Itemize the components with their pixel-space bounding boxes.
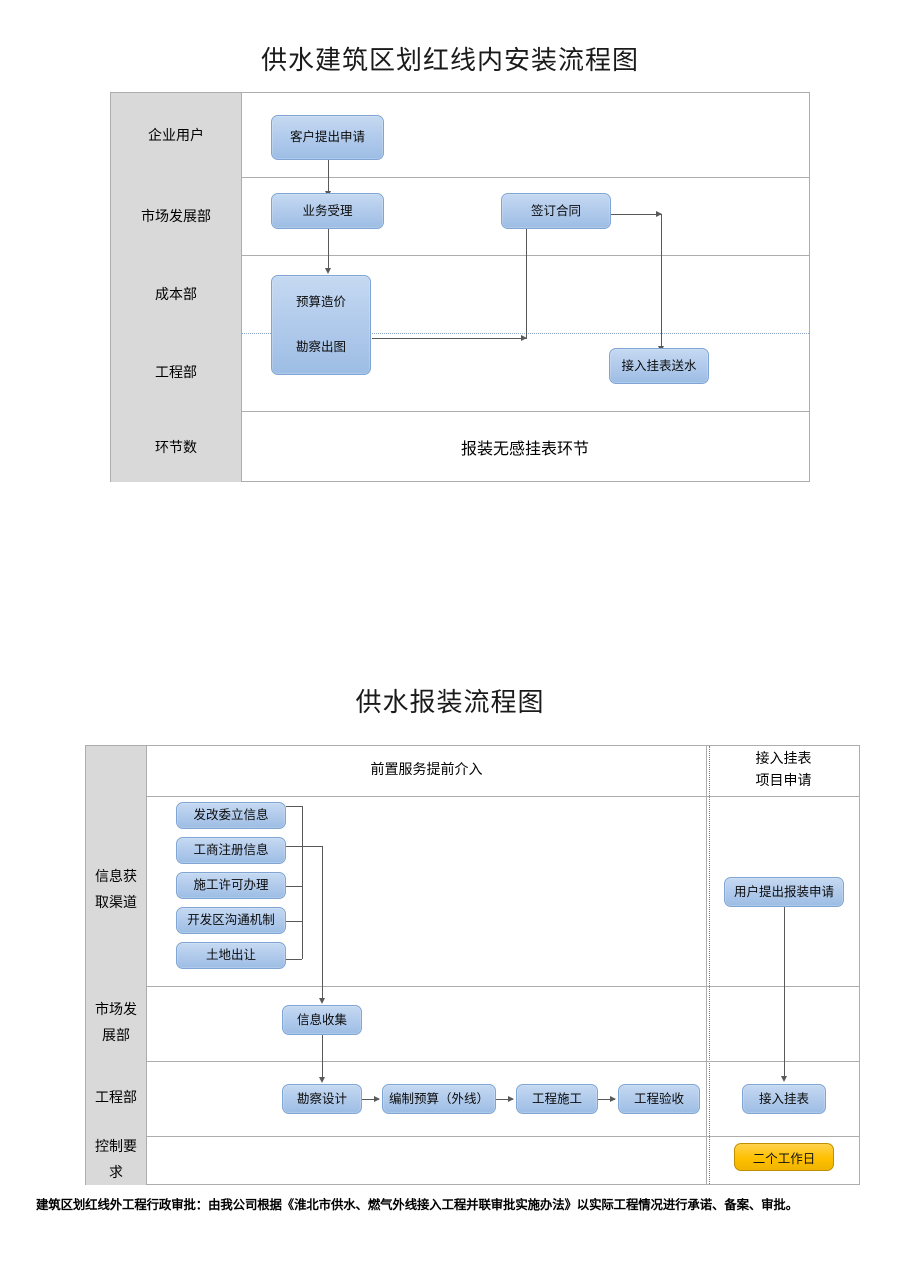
- lane-label-control-requirement: 控制要 求: [86, 1136, 146, 1185]
- footnote-text: 建筑区划红线外工程行政审批：由我公司根据《淮北市供水、燃气外线接入工程并联审批实…: [36, 1198, 799, 1212]
- lane-label-cost-dept: 成本部: [111, 255, 241, 333]
- table2-header-meter-application: 接入挂表 项目申请: [707, 746, 860, 796]
- lane-label-info-channels: 信息获 取渠道: [86, 796, 146, 986]
- arrowhead-contract-right: [656, 210, 662, 217]
- connector-estimate-to-construct: [496, 1099, 513, 1100]
- node-two-working-days[interactable]: 二个工作日: [734, 1143, 834, 1171]
- node-construction[interactable]: 工程施工: [516, 1084, 598, 1114]
- lane-label-market-line2: 展部: [102, 1028, 130, 1044]
- table2-rowline-2: [86, 1061, 859, 1062]
- table2-rowline-3: [86, 1136, 859, 1137]
- arrowhead-estimate-to-construct: [508, 1095, 514, 1102]
- stub-permit: [286, 886, 302, 887]
- connector-collect-to-design: [322, 1035, 323, 1080]
- lane-label-engineering-dept: 工程部: [111, 333, 241, 411]
- node-survey-label: 勘察出图: [295, 340, 346, 354]
- table2-dashed-separator: [709, 746, 710, 1184]
- summary-text-step-count: 报装无感挂表环节: [460, 440, 589, 458]
- node-connect-meter[interactable]: 接入挂表: [742, 1084, 826, 1114]
- table1-rowline-3-dotted: [241, 333, 809, 335]
- node-business-registration-info[interactable]: 工商注册信息: [176, 837, 286, 864]
- connector-survey-up-to-contract: [526, 221, 527, 339]
- lane-label-engineering-dept-2: 工程部: [86, 1061, 146, 1136]
- lane-label-market-dept: 市场发展部: [111, 177, 241, 255]
- arrowhead-to-collect: [319, 998, 325, 1004]
- node-dev-zone-communication[interactable]: 开发区沟通机制: [176, 907, 286, 934]
- page-title-1: 供水建筑区划红线内安装流程图: [260, 46, 639, 75]
- lane-label-step-count: 环节数: [111, 411, 241, 482]
- lane-label-market-dept-2: 市场发 展部: [86, 986, 146, 1061]
- table1-rowline-2: [111, 255, 809, 256]
- node-land-transfer[interactable]: 土地出让: [176, 942, 286, 969]
- lane-label-info-channels-line2: 取渠道: [95, 896, 137, 911]
- node-budget-and-survey[interactable]: 预算造价 勘察出图: [271, 275, 371, 375]
- arrowhead-accept-to-budget: [325, 268, 331, 274]
- flowchart-table-1: 企业用户 市场发展部 成本部 工程部 环节数 客户提出申请 业务受理 签订合同 …: [110, 92, 810, 482]
- table2-header-corner-cell: [86, 746, 146, 796]
- page-title-2: 供水报装流程图: [355, 688, 545, 717]
- stub-land: [286, 959, 302, 960]
- lane-label-control-line2: 求: [109, 1165, 123, 1181]
- header-line-2: 项目申请: [755, 774, 812, 789]
- arrowhead-collect-to-design: [319, 1077, 325, 1083]
- arrowhead-user-apply-to-meter: [781, 1076, 787, 1082]
- node-information-collection[interactable]: 信息收集: [282, 1005, 362, 1035]
- connector-survey-right: [372, 338, 527, 339]
- table1-rowline-1: [111, 177, 809, 178]
- stub-business-reg: [286, 846, 302, 847]
- node-survey-design[interactable]: 勘察设计: [282, 1084, 362, 1114]
- arrowhead-design-to-estimate: [374, 1095, 380, 1102]
- node-user-installation-application[interactable]: 用户提出报装申请: [724, 877, 844, 907]
- connector-design-to-estimate: [362, 1099, 379, 1100]
- lane-label-info-channels-line1: 信息获: [95, 870, 137, 885]
- node-business-acceptance[interactable]: 业务受理: [271, 193, 384, 229]
- table2-rowline-1: [86, 986, 859, 987]
- connector-contract-down: [661, 214, 662, 348]
- lane-label-enterprise-user: 企业用户: [111, 93, 241, 177]
- bus-to-collect-horizontal: [302, 846, 322, 847]
- table2-header-preservice: 前置服务提前介入: [370, 763, 483, 778]
- node-construction-permit[interactable]: 施工许可办理: [176, 872, 286, 899]
- arrowhead-survey-right: [521, 334, 527, 341]
- stub-dev-zone: [286, 921, 302, 922]
- stub-ndrc: [286, 806, 302, 807]
- node-customer-application[interactable]: 客户提出申请: [271, 115, 384, 160]
- lane-label-market-line1: 市场发: [95, 1002, 137, 1018]
- node-project-acceptance[interactable]: 工程验收: [618, 1084, 700, 1114]
- bus-vertical-sources: [302, 806, 303, 959]
- node-connect-meter-supply[interactable]: 接入挂表送水: [609, 348, 709, 384]
- bus-to-collect-vertical: [322, 846, 323, 1001]
- table2-rowline-header: [86, 796, 859, 797]
- table2-right-column-divider: [706, 746, 707, 1184]
- flowchart-table-2: 前置服务提前介入 接入挂表 项目申请 信息获 取渠道 市场发 展部 工程部 控制…: [85, 745, 860, 1185]
- connector-construct-to-acceptance: [598, 1099, 615, 1100]
- connector-apply-to-accept: [328, 160, 329, 193]
- table1-column-divider: [241, 93, 242, 481]
- connector-user-apply-to-meter: [784, 907, 785, 1079]
- node-sign-contract[interactable]: 签订合同: [501, 193, 611, 229]
- arrowhead-construct-to-acceptance: [610, 1095, 616, 1102]
- table1-rowline-4: [111, 411, 809, 412]
- node-ndrc-filing-info[interactable]: 发改委立信息: [176, 802, 286, 829]
- node-budget-label: 预算造价: [295, 295, 346, 309]
- lane-label-control-line1: 控制要: [95, 1139, 137, 1155]
- node-budget-estimate-external[interactable]: 编制预算（外线）: [382, 1084, 496, 1114]
- table2-label-column-divider: [146, 746, 147, 1184]
- header-line-1: 接入挂表: [755, 752, 812, 767]
- connector-accept-to-budget: [328, 228, 329, 270]
